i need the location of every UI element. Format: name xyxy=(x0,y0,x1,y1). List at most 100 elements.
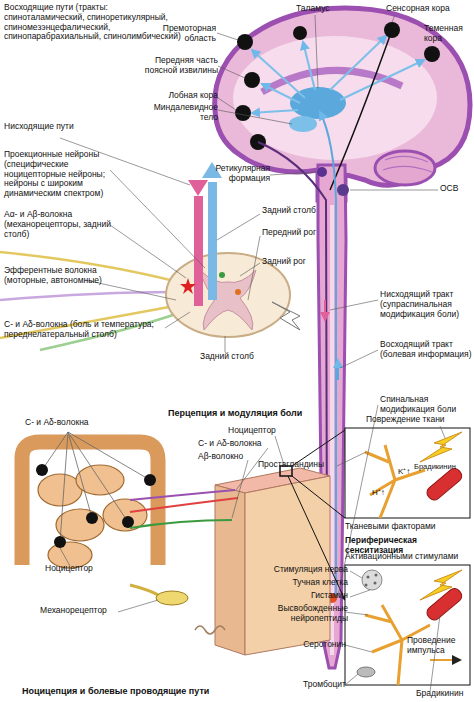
projection xyxy=(252,110,298,113)
label: Тканевыми факторами xyxy=(345,522,473,532)
leader-line xyxy=(248,236,260,300)
leader-line xyxy=(350,571,362,578)
projection xyxy=(340,60,424,100)
leader-line xyxy=(440,426,445,438)
label: Простагландины xyxy=(258,460,338,470)
pointer-arrow xyxy=(272,302,300,330)
area-dot xyxy=(237,34,253,50)
label: Механорецептор xyxy=(40,606,122,616)
skin-side xyxy=(215,485,245,655)
mechanoreceptor xyxy=(156,591,188,605)
ascending-column xyxy=(208,182,217,300)
fiber xyxy=(130,490,235,500)
label: Лобная кора xyxy=(148,91,218,101)
skin-fibers xyxy=(130,490,238,596)
lightning xyxy=(420,432,462,462)
projection xyxy=(252,50,305,98)
leader-line xyxy=(217,214,260,240)
down-arrow xyxy=(188,180,208,196)
root-fiber xyxy=(0,292,176,300)
leader-line xyxy=(217,33,238,40)
granules xyxy=(365,574,378,587)
leader-line xyxy=(110,225,186,278)
label: Aα- и Aβ-волокна (механорецепторы, задни… xyxy=(4,210,116,239)
descending-column xyxy=(194,196,203,306)
nociceptor-dot xyxy=(144,474,156,486)
neuron-dot xyxy=(219,272,225,278)
vessel xyxy=(425,586,465,622)
white-matter xyxy=(233,36,437,160)
granule xyxy=(374,582,377,585)
nociceptor-dot xyxy=(122,516,134,528)
label: Ноцицептор xyxy=(45,564,115,574)
label: C- и Aδ-волокна (боль и температура; пер… xyxy=(4,320,172,340)
cerebellum xyxy=(375,151,435,185)
leader-line xyxy=(340,350,378,368)
leader-line xyxy=(350,190,438,191)
granule xyxy=(375,574,378,577)
fiber-line xyxy=(68,432,128,522)
label: Ноцицептор xyxy=(228,426,298,436)
small-intestine xyxy=(38,465,147,568)
area-dot xyxy=(244,72,260,88)
fiber-line xyxy=(68,432,150,480)
fiber xyxy=(130,585,160,596)
label: Сенсорная кора xyxy=(386,4,472,14)
cortical-descending xyxy=(330,30,392,190)
label: Передний рог xyxy=(262,228,318,238)
leader-line xyxy=(118,600,158,612)
area-dot xyxy=(235,105,251,121)
label: Восходящие пути (тракты: спиноталамическ… xyxy=(4,3,184,42)
label: Таламус xyxy=(296,4,356,14)
leader-line xyxy=(345,674,358,685)
fiber-line xyxy=(68,432,92,518)
descending-arrow xyxy=(324,300,326,320)
leader-line xyxy=(330,300,378,310)
cord-core xyxy=(330,205,334,655)
label: Тучная клетка xyxy=(272,578,348,588)
limbic-blue xyxy=(289,116,317,132)
label: Нисходящие пути xyxy=(4,122,84,132)
label: Премоторная область xyxy=(150,24,216,44)
leader-line xyxy=(232,460,248,518)
cerebellum-folds xyxy=(383,156,432,172)
leader-line xyxy=(218,98,236,110)
nociceptor-dot xyxy=(86,512,98,524)
label: Задний рог xyxy=(262,257,324,267)
label: Перцепция и модуляция боли xyxy=(168,408,358,418)
leader-line xyxy=(345,612,368,615)
leader-line xyxy=(337,452,366,466)
leader-line xyxy=(345,645,372,652)
colon xyxy=(22,442,158,565)
inset-frame xyxy=(345,565,470,685)
label: Задний столб xyxy=(262,206,318,216)
area-dot xyxy=(293,26,307,40)
blood-vessel xyxy=(425,466,465,502)
label: Спинальная модификация боли xyxy=(380,395,472,415)
label: Повреждение ткани xyxy=(366,415,472,425)
label: Ретикулярная формация xyxy=(206,164,270,184)
fiber xyxy=(130,498,238,512)
label: Ноцицепция и болевые проводящие пути xyxy=(22,686,252,696)
nerve-ending xyxy=(365,445,425,518)
zoom-line xyxy=(292,476,345,518)
label: ОСВ xyxy=(440,184,472,194)
label: Брадикинин xyxy=(414,463,472,472)
leader-line xyxy=(315,15,318,88)
neuron-dot xyxy=(235,289,241,295)
mast-cell xyxy=(362,570,382,590)
fiber-line xyxy=(60,432,68,542)
label: Миндалевидное тело xyxy=(148,103,218,123)
label: Передняя часть поясной извилины xyxy=(136,56,218,76)
loop xyxy=(38,474,82,506)
leader-line xyxy=(225,336,226,352)
visceral-nociceptors xyxy=(36,464,156,548)
loop xyxy=(56,509,104,541)
platelet xyxy=(357,667,375,677)
fiber-lines xyxy=(42,432,150,542)
leader-line xyxy=(430,46,432,47)
leader-line xyxy=(270,172,316,175)
label: Гистамин xyxy=(280,591,348,601)
label: Стимуляция нерва xyxy=(262,565,348,575)
